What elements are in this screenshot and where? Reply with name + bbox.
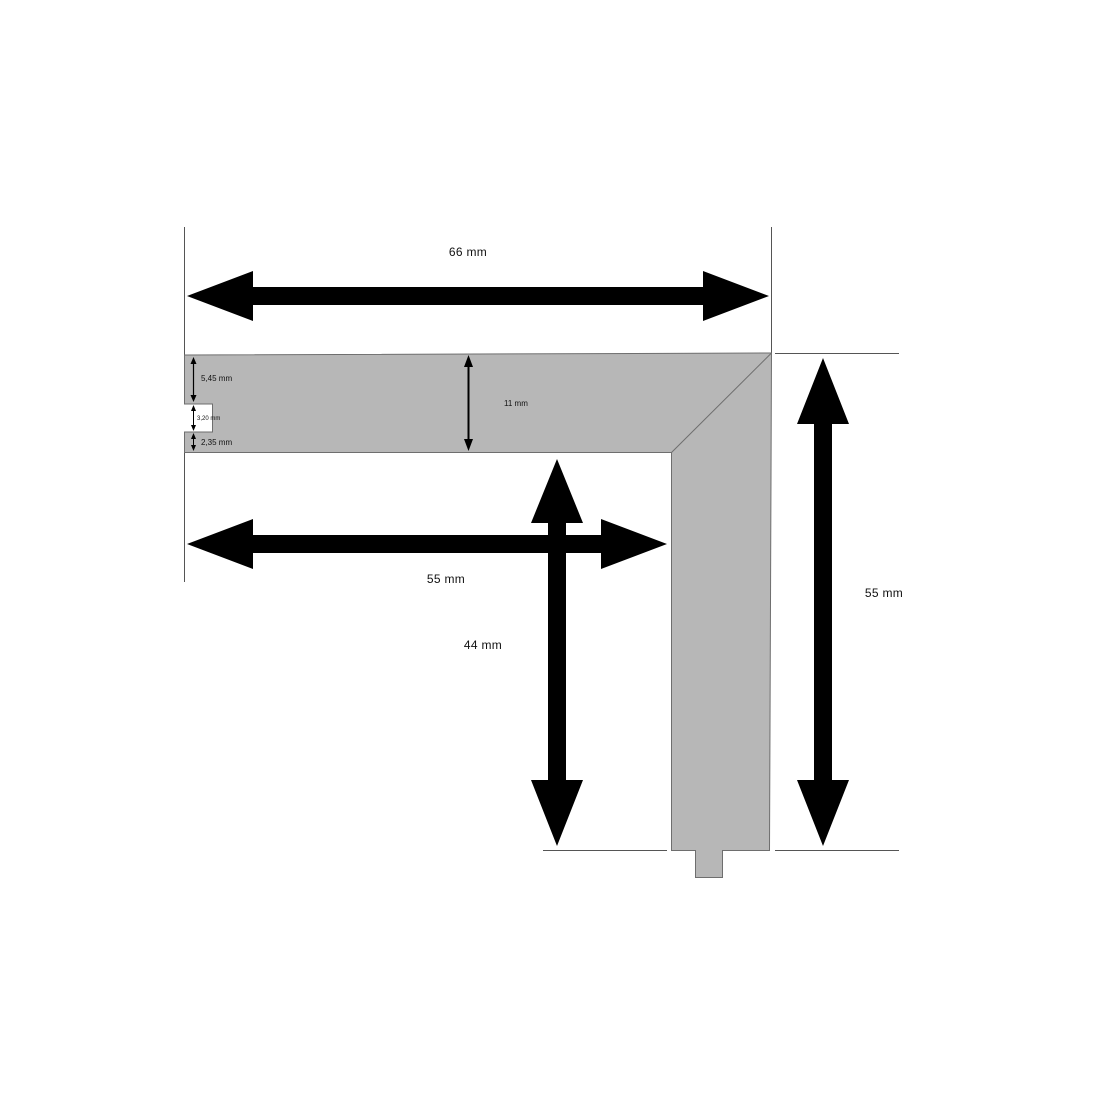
- thickness-arrow-head-top: [464, 355, 473, 367]
- thickness-arrow-head-bottom: [464, 439, 473, 451]
- rebate-slot-label: 3,20 mm: [197, 416, 220, 422]
- dimension-labels: 66 mm 55 mm 44 mm 55 mm 11 mm 5,45 mm 3,…: [197, 245, 903, 652]
- rebate-slot-arrow-head-bottom: [191, 425, 196, 431]
- rebate-bottom-arrow-head-top: [191, 433, 196, 439]
- rebate-bottom-arrow-head-bottom: [191, 445, 196, 451]
- rebate-top-label: 5,45 mm: [201, 374, 232, 383]
- rebate-bottom-label: 2,35 mm: [201, 438, 232, 447]
- rebate-top-arrow-head-bottom: [190, 395, 197, 402]
- inner-height-label: 44 mm: [464, 638, 502, 652]
- rebate-slot-arrow-head-top: [191, 405, 196, 411]
- overall-height-arrow: [797, 358, 849, 846]
- inner-height-arrow: [531, 459, 583, 846]
- profile-thickness-label: 11 mm: [504, 399, 528, 408]
- frame-profile: [184, 352, 773, 878]
- extension-lines: [184, 227, 899, 851]
- dimension-arrows: [187, 271, 849, 846]
- overall-height-label: 55 mm: [865, 586, 903, 600]
- inner-width-arrow: [187, 519, 667, 569]
- small-dimension-arrows: [190, 355, 473, 451]
- rebate-top-arrow-head-top: [190, 357, 197, 364]
- profile-shape: [184, 352, 773, 878]
- overall-width-arrow: [187, 271, 769, 321]
- overall-width-label: 66 mm: [449, 245, 487, 259]
- miter-joint-line: [671, 352, 772, 453]
- inner-width-label: 55 mm: [427, 572, 465, 586]
